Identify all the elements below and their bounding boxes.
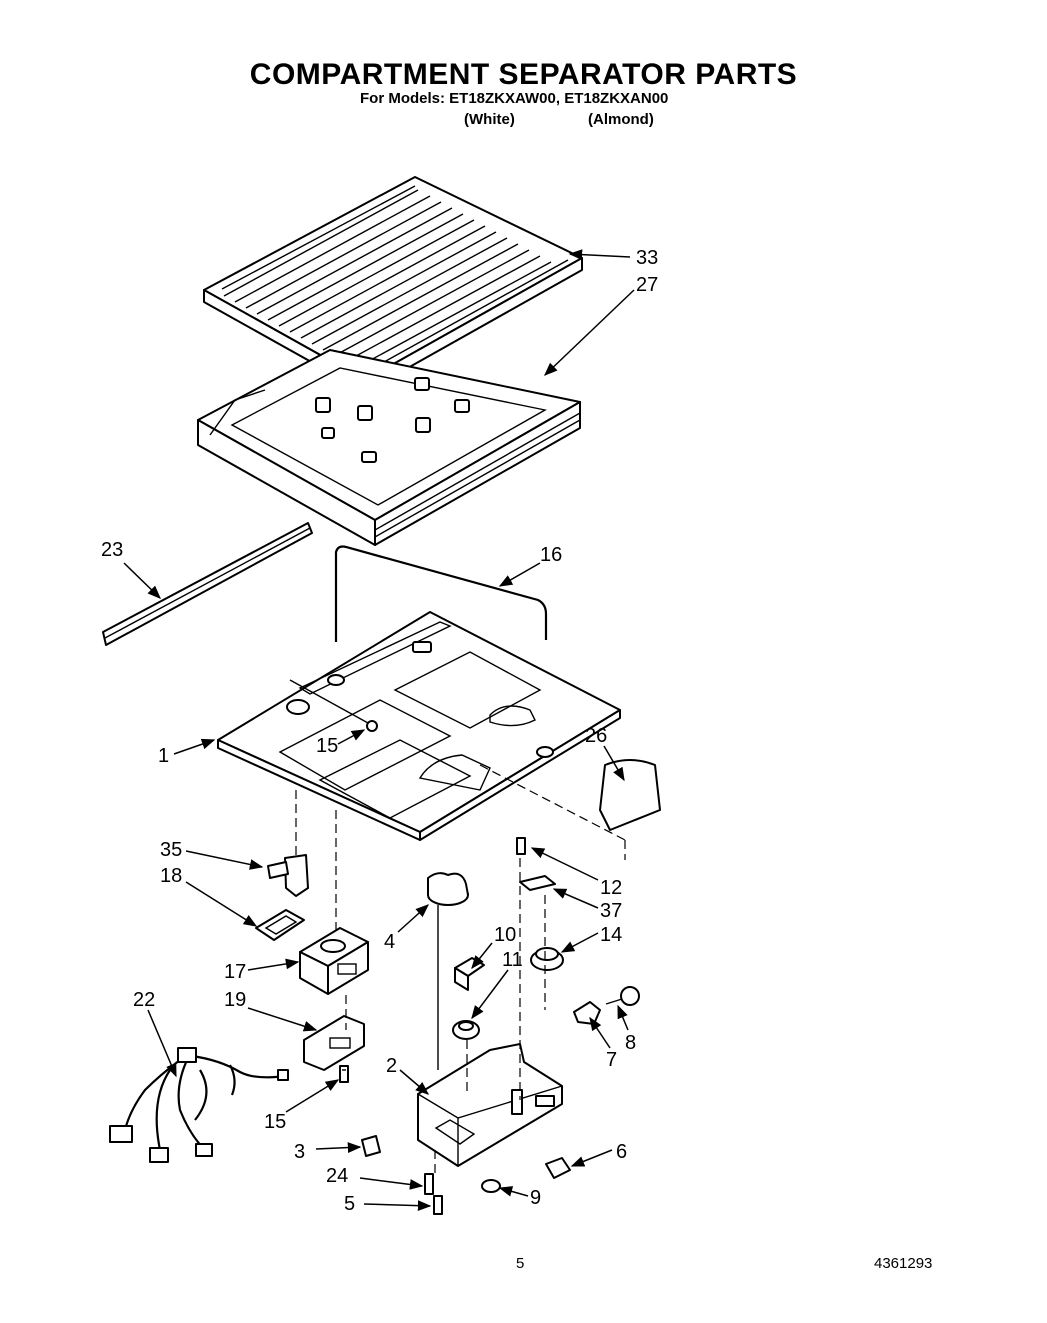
part-8-bulb [605,986,640,1006]
callout-10: 10 [494,924,516,946]
part-1-separator-panel [217,611,621,841]
part-15-screw-upper [289,679,378,732]
callout-2: 2 [386,1055,397,1077]
callout-15-lower: 15 [264,1111,286,1133]
part-4-thermostat [427,872,469,1070]
callout-27: 27 [636,274,658,296]
part-5-screw [433,1195,443,1215]
callout-9: 9 [530,1187,541,1209]
callout-8: 8 [625,1032,636,1054]
part-26-insulation [599,759,661,831]
callout-23: 23 [101,539,123,561]
part-3-clip [361,1135,381,1157]
part-37-plate [519,875,556,891]
color-variant-white: (White) [464,111,515,128]
callout-6: 6 [616,1141,627,1163]
callout-19: 19 [224,989,246,1011]
part-15-screw-lower [339,1065,349,1083]
callout-24: 24 [326,1165,348,1187]
part-16-heater-wire [334,545,548,642]
callout-12: 12 [600,877,622,899]
part-7-socket [573,1001,601,1025]
part-12-screw [516,837,526,855]
callout-18: 18 [160,865,182,887]
callout-33: 33 [636,247,658,269]
callout-22: 22 [133,989,155,1011]
callout-5: 5 [344,1193,355,1215]
alignment-lines [295,764,626,1175]
model-numbers: For Models: ET18ZKXAW00, ET18ZKXAN00 [360,90,669,107]
part-18-gasket [255,909,305,941]
callout-3: 3 [294,1141,305,1163]
page-title: COMPARTMENT SEPARATOR PARTS [249,58,798,91]
part-6-connector [545,1157,571,1179]
callout-15-upper: 15 [316,735,338,757]
callout-14: 14 [600,924,622,946]
callout-35: 35 [160,839,182,861]
part-33-grille [203,176,583,393]
part-11-damper [452,1020,480,1040]
callout-11: 11 [502,949,523,971]
part-2-control-bracket [417,1043,563,1167]
part-24-screw [424,1173,434,1195]
part-9-grommet [481,1179,501,1193]
callout-1: 1 [158,745,169,767]
callout-37: 37 [600,900,622,922]
callout-labels: 33 27 23 16 1 15 26 35 18 12 37 4 10 14 … [101,247,658,1215]
part-22-wiring-harness [109,1047,289,1163]
part-27-frame [197,349,581,546]
document-number: 4361293 [874,1255,933,1272]
part-10-switch [454,957,485,991]
part-23-trim-strip [102,522,313,646]
callout-4: 4 [384,931,395,953]
part-19-bracket [303,1015,365,1071]
part-14-knob [530,947,564,971]
page-number: 5 [516,1255,525,1272]
callout-17: 17 [224,961,246,983]
leader-arrows [123,249,635,1212]
part-17-control-housing [299,927,369,995]
callout-26: 26 [585,725,607,747]
part-35-latch [267,854,309,897]
color-variant-almond: (Almond) [588,111,654,128]
callout-16: 16 [540,544,562,566]
callout-7: 7 [606,1049,617,1071]
